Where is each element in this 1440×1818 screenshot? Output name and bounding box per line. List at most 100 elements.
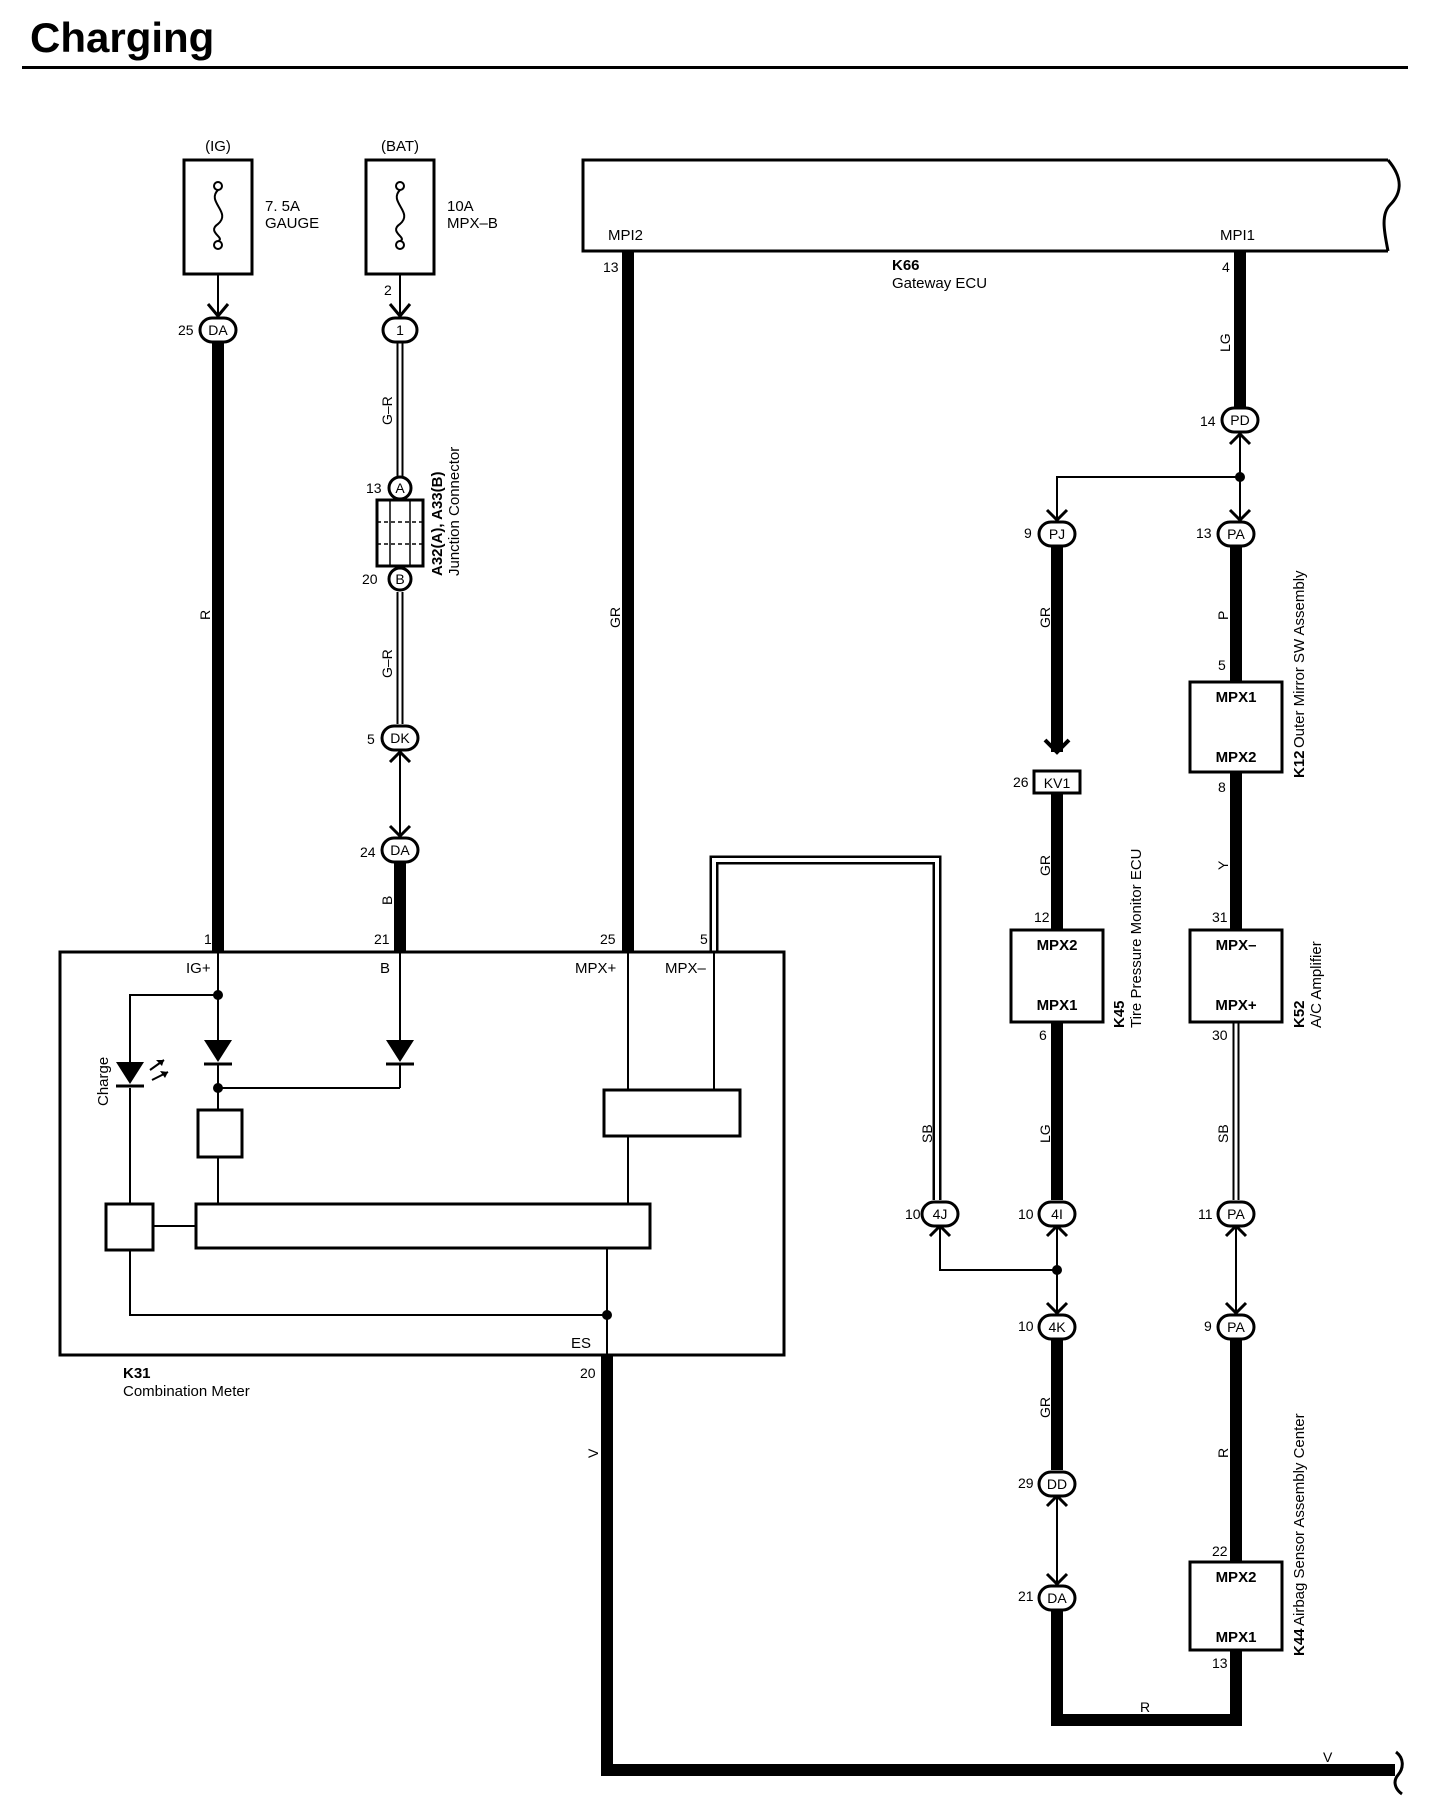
junction-dot-pd xyxy=(1235,472,1245,482)
connector-kv1: 26 KV1 xyxy=(1013,769,1082,795)
connector-dk-oval xyxy=(380,724,420,752)
arrow-kv1-down xyxy=(1043,738,1071,755)
wire-label-pa-p: P xyxy=(1215,611,1231,620)
fuse-ig-rating: 7. 5A xyxy=(265,198,300,215)
gateway-ecu-pin-4: 4 xyxy=(1222,259,1230,275)
junction-b-circle xyxy=(387,566,413,592)
k52-pin-bottom: 30 xyxy=(1212,1027,1228,1043)
fuse-ig-source: (IG) xyxy=(205,138,231,155)
fuse-bat-rating: 10A xyxy=(447,198,474,215)
k45-terminal-bottom: MPX1 xyxy=(1037,997,1078,1014)
connector-4k-code: 4K xyxy=(1048,1319,1066,1335)
gateway-ecu: MPI2 MPI1 K66 Gateway ECU 13 4 xyxy=(581,158,1401,292)
k31-diode-b xyxy=(386,1040,414,1066)
arrow-pa9-down xyxy=(1224,1301,1248,1316)
connector-pa-9-oval xyxy=(1216,1313,1256,1341)
k31-pin-5: 5 xyxy=(700,931,708,947)
k45-name: Tire Pressure Monitor ECU xyxy=(1128,849,1145,1029)
k31-pin-20: 20 xyxy=(580,1365,596,1381)
gateway-ecu-pin-mpi1: MPI1 xyxy=(1220,227,1255,244)
k31-led-driver-block xyxy=(104,1202,155,1252)
k52-code: K52 xyxy=(1291,1000,1308,1028)
connector-dk-pin: 5 xyxy=(367,731,375,747)
junction-code: A32(A), A33(B) xyxy=(429,472,446,576)
k31-terminal-mpx-minus: MPX– xyxy=(665,960,707,977)
k31-pin-1: 1 xyxy=(204,931,212,947)
k31-name: Combination Meter xyxy=(123,1383,250,1400)
connector-pa-13-code: PA xyxy=(1227,526,1245,542)
k44-pin-top: 22 xyxy=(1212,1543,1228,1559)
k31-comm-block xyxy=(602,1088,742,1138)
k12-terminal-bottom: MPX2 xyxy=(1216,749,1257,766)
connector-4j-pin: 10 xyxy=(905,1206,921,1222)
arrow-4k-down xyxy=(1045,1301,1069,1316)
connector-pd-pin: 14 xyxy=(1200,413,1216,429)
connector-pj-pin: 9 xyxy=(1024,525,1032,541)
wires xyxy=(212,251,1395,1776)
connector-pd-oval xyxy=(1220,406,1260,434)
k44-terminal-bottom: MPX1 xyxy=(1216,1629,1257,1646)
page-title: Charging xyxy=(30,14,215,61)
fuse-ig-element xyxy=(213,189,224,242)
k52-terminal-bottom: MPX+ xyxy=(1215,997,1257,1014)
gateway-ecu-name: Gateway ECU xyxy=(892,275,987,292)
wire-label-bat-gr-1: G–R xyxy=(379,396,395,425)
arrow-ig-da xyxy=(206,303,230,319)
junction-body xyxy=(375,498,425,568)
wire-label-k12-y: Y xyxy=(1215,860,1231,870)
connector-da-24-code: DA xyxy=(390,842,410,858)
k31-cpu-block xyxy=(194,1202,652,1250)
k44-airbag-sensor: 22 MPX2 MPX1 13 K44 Airbag Sensor Assemb… xyxy=(1188,1413,1308,1671)
fuse-bat-element xyxy=(395,189,406,242)
wire-label-k52-sb: SB xyxy=(1215,1124,1231,1143)
k31-terminal-b: B xyxy=(380,960,390,977)
k31-led-branch xyxy=(129,994,218,1062)
connector-da-24-oval xyxy=(380,836,420,864)
k52-box xyxy=(1188,928,1284,1024)
connector-da-21-code: DA xyxy=(1047,1590,1067,1606)
connector-1-code: 1 xyxy=(396,322,404,338)
gateway-ecu-pin-mpi2: MPI2 xyxy=(608,227,643,244)
k31-combination-meter: 1 21 25 5 20 IG+ B MPX+ MPX– ES xyxy=(58,931,786,1400)
wire-label-pj-gr: GR xyxy=(1037,607,1053,628)
connector-pd: 14 PD xyxy=(1200,406,1260,434)
k12-box xyxy=(1188,680,1284,774)
k31-charge-led: Charge xyxy=(95,1057,169,1106)
connector-da-21: 21 DA xyxy=(1018,1584,1077,1612)
arrow-pa13-down xyxy=(1228,508,1252,523)
gateway-ecu-box xyxy=(581,158,1388,253)
junction-dots xyxy=(1052,472,1245,1275)
fuse-ig-name: GAUGE xyxy=(265,215,319,232)
connector-1-oval xyxy=(381,316,419,344)
k52-terminal-top: MPX– xyxy=(1216,937,1257,954)
k31-pin-21: 21 xyxy=(374,931,390,947)
junction-dot-4i xyxy=(1052,1265,1062,1275)
k31-diode-ig xyxy=(204,1040,232,1066)
connector-pa-13-pin: 13 xyxy=(1196,525,1212,541)
fuse-ig-top-pin xyxy=(213,181,223,191)
k12-code: K12 xyxy=(1291,750,1308,778)
k31-terminal-es: ES xyxy=(571,1335,591,1352)
connector-da-25-oval xyxy=(198,316,238,344)
k12-outer-mirror: 5 MPX1 MPX2 8 K12 Outer Mirror SW Assemb… xyxy=(1188,570,1308,795)
k44-box xyxy=(1188,1560,1284,1652)
fuse-bat: (BAT) 10A MPX–B xyxy=(364,138,498,276)
junction-name: Junction Connector xyxy=(446,447,463,576)
k31-box xyxy=(58,950,786,1357)
k31-led-ray-tip-1 xyxy=(156,1060,164,1066)
k44-code: K44 xyxy=(1291,1628,1308,1656)
wire-color-labels: R G–R G–R B GR LG GR GR LG SB P Y SB GR … xyxy=(197,333,1333,1765)
connector-4k: 10 4K xyxy=(1018,1313,1077,1341)
connector-pa-11-code: PA xyxy=(1227,1206,1245,1222)
junction-a-pin: 13 xyxy=(366,480,382,496)
connector-dk-code: DK xyxy=(390,730,410,746)
wire-label-bottom-r: R xyxy=(1140,1699,1150,1715)
fuse-bat-top-pin xyxy=(395,181,405,191)
k52-pin-top: 31 xyxy=(1212,909,1228,925)
connector-pd-code: PD xyxy=(1230,412,1249,428)
connector-kv1-pin: 26 xyxy=(1013,774,1029,790)
fuse-ig-box xyxy=(182,158,254,276)
connector-pa-13-oval xyxy=(1216,520,1256,548)
wire-label-k45-lg: LG xyxy=(1037,1124,1053,1143)
wire-4i-to-4j xyxy=(939,1226,1057,1271)
